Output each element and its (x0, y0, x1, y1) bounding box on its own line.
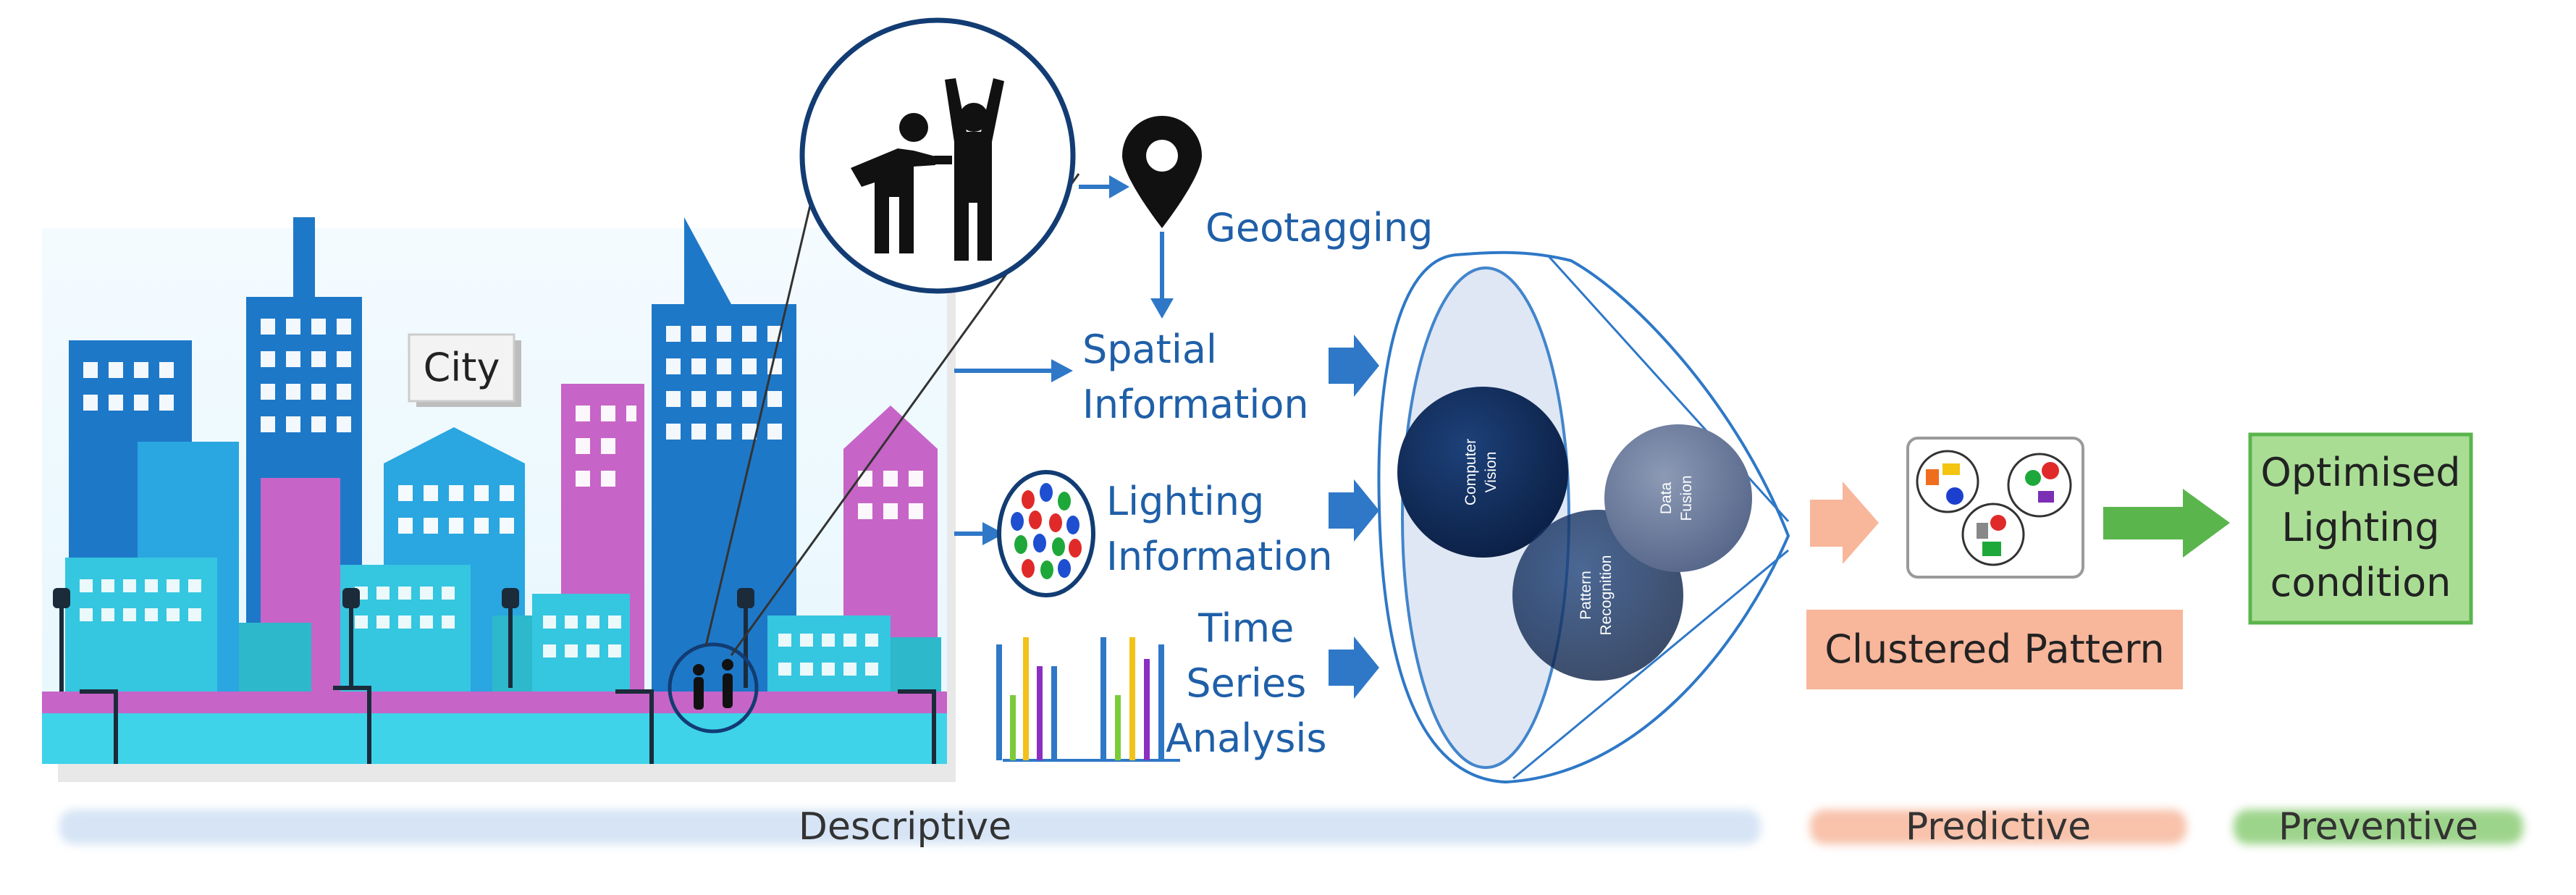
clustered-pattern-label: Clustered Pattern (1824, 626, 2165, 672)
pr-line-1: Pattern (1578, 571, 1594, 620)
predictive-label: Predictive (1905, 805, 2092, 849)
spatial-line-2: Information (1082, 382, 1309, 427)
time-line-1: Time (1198, 605, 1295, 651)
outcome-line-2: Lighting (2281, 505, 2440, 550)
geotagging-label: Geotagging (1205, 205, 1434, 251)
spatial-information-label: Spatial Information (1082, 322, 1309, 432)
pattern-recognition-label: Pattern Recognition (1576, 523, 1620, 668)
data-fusion-label: Data Fusion (1657, 426, 1700, 571)
lighting-information-label: Lighting Information (1106, 474, 1333, 584)
df-line-1: Data (1658, 482, 1675, 515)
cv-line-2: Vision (1483, 451, 1499, 493)
time-line-2: Series (1186, 660, 1307, 706)
cv-line-1: Computer (1462, 438, 1479, 506)
time-series-label: Time Series Analysis (1166, 601, 1327, 766)
spatial-line-1: Spatial (1082, 327, 1217, 372)
preventive-band (2234, 810, 2523, 844)
descriptive-band (59, 810, 1761, 844)
predictive-band (1810, 810, 2186, 844)
outcome-label: Optimised Lighting condition (2250, 445, 2471, 610)
outcome-line-1: Optimised (2260, 450, 2461, 495)
pr-line-2: Recognition (1598, 555, 1615, 636)
city-label: City (423, 345, 500, 390)
descriptive-label: Descriptive (798, 805, 1012, 849)
lighting-line-2: Information (1106, 534, 1333, 579)
computer-vision-label: Computer Vision (1461, 400, 1504, 545)
lighting-line-1: Lighting (1106, 479, 1265, 524)
time-line-3: Analysis (1166, 715, 1327, 761)
preventive-label: Preventive (2278, 805, 2478, 849)
df-line-2: Fusion (1678, 475, 1695, 521)
outcome-line-3: condition (2270, 560, 2451, 605)
